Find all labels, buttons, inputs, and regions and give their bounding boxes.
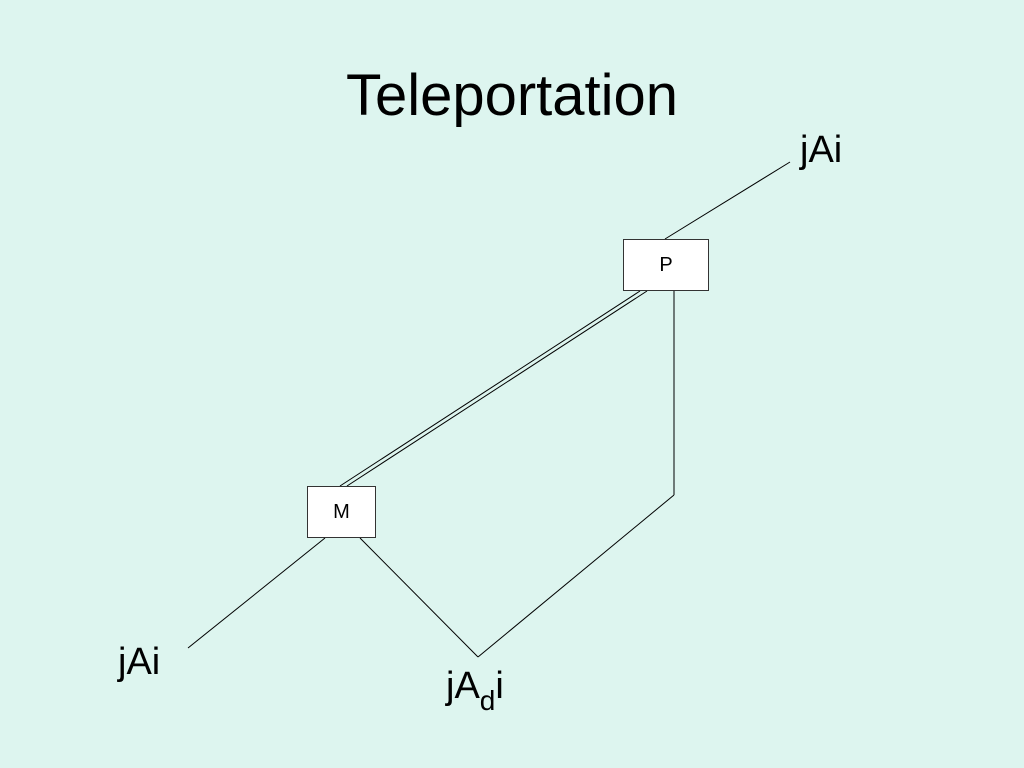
slide-title: Teleportation [345,63,679,128]
p-box-label: P [659,253,673,276]
p-box: P [623,239,709,291]
wire-m-to-left [187,537,326,649]
wire-m-to-bottom [359,537,479,658]
state-top-label: jAi [800,129,843,171]
wire-input-top [664,161,791,240]
wire-p-to-m-a [339,290,641,487]
wire-bottom-to-right [477,494,675,658]
state-bottom-label: jAdi [446,664,504,716]
state-bottom-close: i [495,665,504,707]
state-bottom-subscript: d [479,685,496,716]
m-box-label: M [333,500,350,523]
state-bottom-main: jA [446,665,480,707]
state-left-label: jAi [118,641,161,683]
wire-p-to-m-b [346,290,648,487]
m-box: M [307,486,376,538]
